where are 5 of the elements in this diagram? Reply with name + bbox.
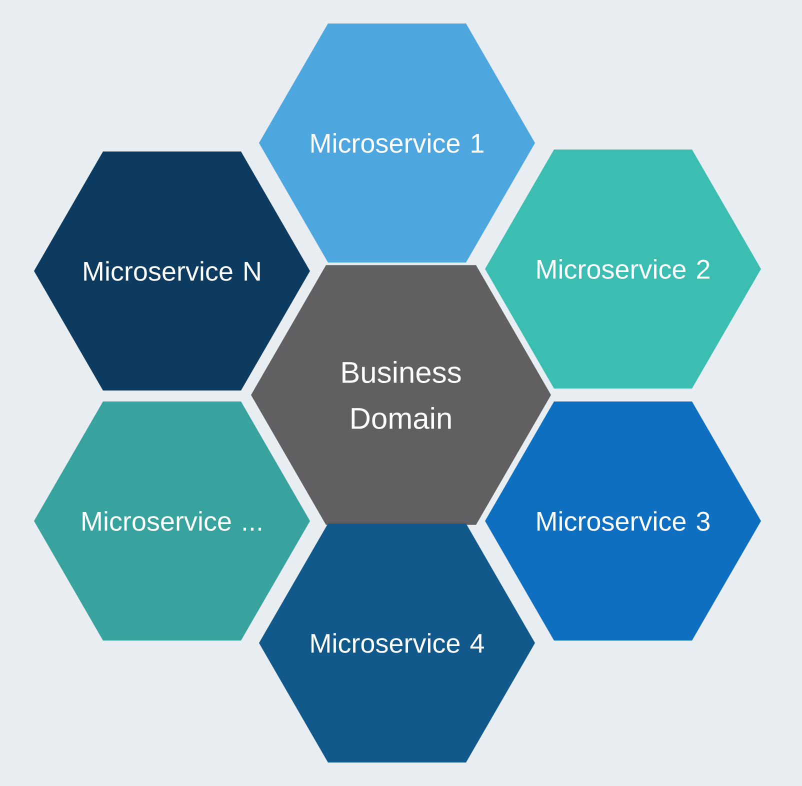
hexagon: Microservice ... <box>34 401 310 640</box>
hexagon: Microservice 1 <box>259 23 535 262</box>
hexagon: Microservice N <box>34 151 310 390</box>
hexagon: Microservice 2 <box>485 149 762 388</box>
hexagon: Microservice 3 <box>485 401 762 640</box>
